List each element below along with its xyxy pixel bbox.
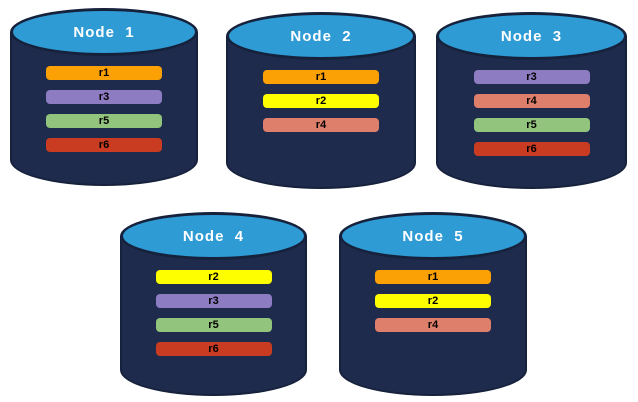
cylinder-body: [339, 236, 527, 396]
replica-bar-r4: r4: [263, 118, 379, 132]
replica-label: r2: [315, 94, 327, 107]
node-1: Node 1 r1 r3 r5 r6: [10, 8, 198, 186]
cylinder-top: Node 5: [339, 212, 527, 260]
replica-bar-list: r1 r2 r4: [339, 270, 527, 332]
replica-label: r4: [526, 94, 537, 107]
node-3: Node 3 r3 r4 r5 r6: [436, 12, 627, 189]
node-4: Node 4 r2 r3 r5 r6: [120, 212, 307, 396]
replica-label: r2: [427, 294, 439, 307]
node-title: Node 4: [182, 227, 245, 245]
replica-bar-list: r2 r3 r5 r6: [120, 270, 307, 356]
node-title: Node 3: [500, 27, 563, 45]
replica-label: r1: [427, 270, 439, 283]
replica-bar-r3: r3: [473, 70, 590, 84]
cylinder-top: Node 4: [120, 212, 307, 260]
replica-bar-r1: r1: [375, 270, 491, 284]
replica-bar-r2: r2: [263, 94, 379, 108]
replica-label: r3: [208, 294, 219, 307]
replica-label: r2: [208, 270, 219, 283]
replica-label: r6: [526, 142, 537, 155]
cylinder-top: Node 2: [226, 12, 416, 60]
replica-bar-r5: r5: [473, 118, 590, 132]
replica-bar-r2: r2: [375, 294, 491, 308]
replica-label: r1: [315, 70, 327, 83]
replica-bar-r3: r3: [46, 90, 162, 104]
node-5: Node 5 r1 r2 r4: [339, 212, 527, 396]
replica-label: r5: [98, 114, 110, 127]
replica-label: r6: [208, 342, 219, 355]
replica-bar-r5: r5: [155, 318, 272, 332]
replica-bar-r6: r6: [46, 138, 162, 152]
node-title: Node 2: [290, 27, 352, 45]
replica-label: r3: [98, 90, 110, 103]
replica-label: r5: [526, 118, 537, 131]
replica-bar-r6: r6: [473, 142, 590, 156]
replica-label: r5: [208, 318, 219, 331]
replica-label: r4: [315, 118, 327, 131]
cylinder-body: [226, 36, 416, 189]
replica-bar-r1: r1: [46, 66, 162, 80]
replica-bar-r3: r3: [155, 294, 272, 308]
replica-bar-r6: r6: [155, 342, 272, 356]
replica-bar-r4: r4: [375, 318, 491, 332]
replica-bar-list: r1 r2 r4: [226, 70, 416, 132]
node-title: Node 5: [402, 227, 464, 245]
replica-bar-r4: r4: [473, 94, 590, 108]
cylinder-body: [120, 236, 307, 396]
node-2: Node 2 r1 r2 r4: [226, 12, 416, 189]
replica-bar-r2: r2: [155, 270, 272, 284]
replica-label: r4: [427, 318, 439, 331]
cylinder-body: [436, 36, 627, 189]
node-title: Node 1: [73, 23, 135, 41]
replica-bar-list: r3 r4 r5 r6: [436, 70, 627, 156]
cylinder-body: [10, 32, 198, 186]
replica-label: r3: [526, 70, 537, 83]
replica-bar-r1: r1: [263, 70, 379, 84]
cylinder-top: Node 1: [10, 8, 198, 56]
cylinder-top: Node 3: [436, 12, 627, 60]
replica-label: r6: [98, 138, 110, 151]
replica-bar-list: r1 r3 r5 r6: [10, 66, 198, 152]
replica-bar-r5: r5: [46, 114, 162, 128]
replica-label: r1: [98, 66, 110, 79]
